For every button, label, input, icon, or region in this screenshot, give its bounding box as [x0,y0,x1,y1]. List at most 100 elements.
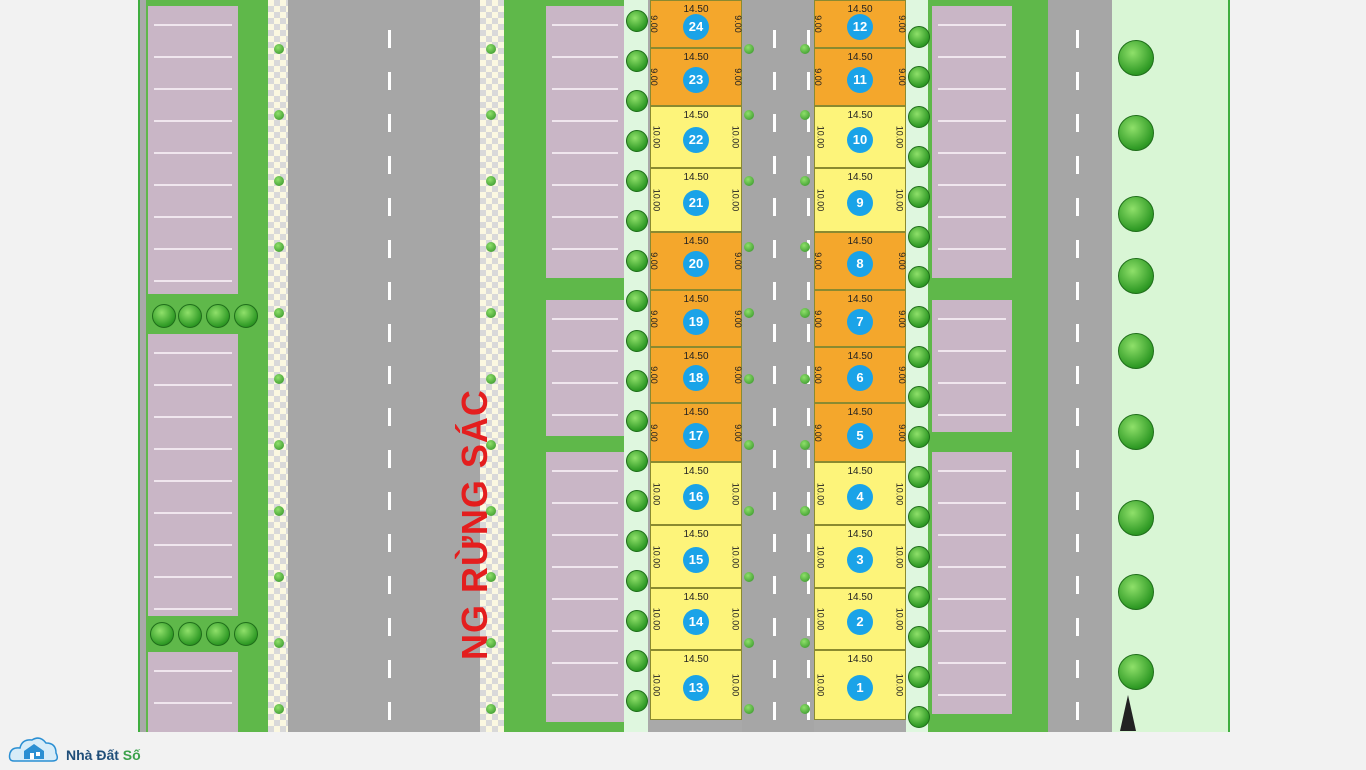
shrub-icon [274,704,284,714]
tree-icon [908,226,930,248]
roof-line [938,566,1006,568]
lot-depth-label: 9.00 [733,15,744,33]
roof-line [154,248,232,250]
lot-depth-label: 10.00 [894,545,905,568]
lot-depth-label: 10.00 [651,188,662,212]
lot-depth-label: 9.00 [897,423,908,442]
road-dash [1076,156,1079,174]
tree-icon [206,622,230,646]
roof-line [938,120,1006,122]
road-dash [388,534,391,552]
road-dash [1076,114,1079,132]
roof-line [552,88,618,90]
lot-depth-label: 10.00 [651,673,662,697]
shrub-icon [486,572,496,582]
shrub-icon [744,704,754,714]
main-road [288,0,480,732]
tree-icon [150,622,174,646]
lot-width-label: 14.50 [847,592,873,603]
tree-icon [152,304,176,328]
lot-number-badge: 13 [683,675,709,701]
tree-icon [1118,196,1154,232]
lot-depth-label: 9.00 [897,309,908,328]
road-dash [807,534,810,552]
logo-text-nhadat: Nhà Đất [66,747,123,763]
roof-line [154,24,232,26]
lot-depth-label: 10.00 [651,125,662,149]
lot-depth-label: 9.00 [897,15,908,33]
road-dash [807,72,810,90]
roof-line [552,566,618,568]
roof-line [154,352,232,354]
road-dash [388,576,391,594]
road-dash [773,366,776,384]
tree-icon [626,570,648,592]
shrub-icon [744,308,754,318]
house-block [546,6,624,278]
road-dash [388,492,391,510]
roof-line [552,534,618,536]
road-dash [1076,702,1079,720]
roof-line [938,56,1006,58]
lot-depth-label: 9.00 [812,423,823,442]
tree-icon [626,610,648,632]
roof-line [938,88,1006,90]
roof-line [552,152,618,154]
tree-icon [234,622,258,646]
shrub-icon [800,308,810,318]
lot-depth-label: 9.00 [812,68,823,86]
lot-depth-label: 9.00 [897,252,908,270]
site-logo: Nhà Đất Số [8,733,141,765]
footer-bar [0,732,1366,768]
lot-depth-label: 10.00 [651,607,662,631]
roof-line [552,598,618,600]
roof-line [938,470,1006,472]
logo-text: Nhà Đất Số [66,747,141,763]
roof-line [938,630,1006,632]
road-dash [388,30,391,48]
lot-depth-label: 10.00 [651,545,662,568]
lot-number-badge: 20 [683,251,709,277]
roof-line [552,662,618,664]
roof-line [938,414,1006,416]
roof-line [552,56,618,58]
road-dash [773,198,776,216]
lot-width-label: 14.50 [847,529,873,540]
road-dash [773,72,776,90]
road-dash [388,198,391,216]
roof-line [938,24,1006,26]
roof-line [154,56,232,58]
lot-width-label: 14.50 [847,466,873,477]
roof-line [154,608,232,610]
lot-width-label: 14.50 [683,529,709,540]
lot-depth-label: 9.00 [648,252,659,270]
tree-icon [908,466,930,488]
road-dash [807,492,810,510]
roof-line [552,470,618,472]
road-dash [1076,240,1079,258]
